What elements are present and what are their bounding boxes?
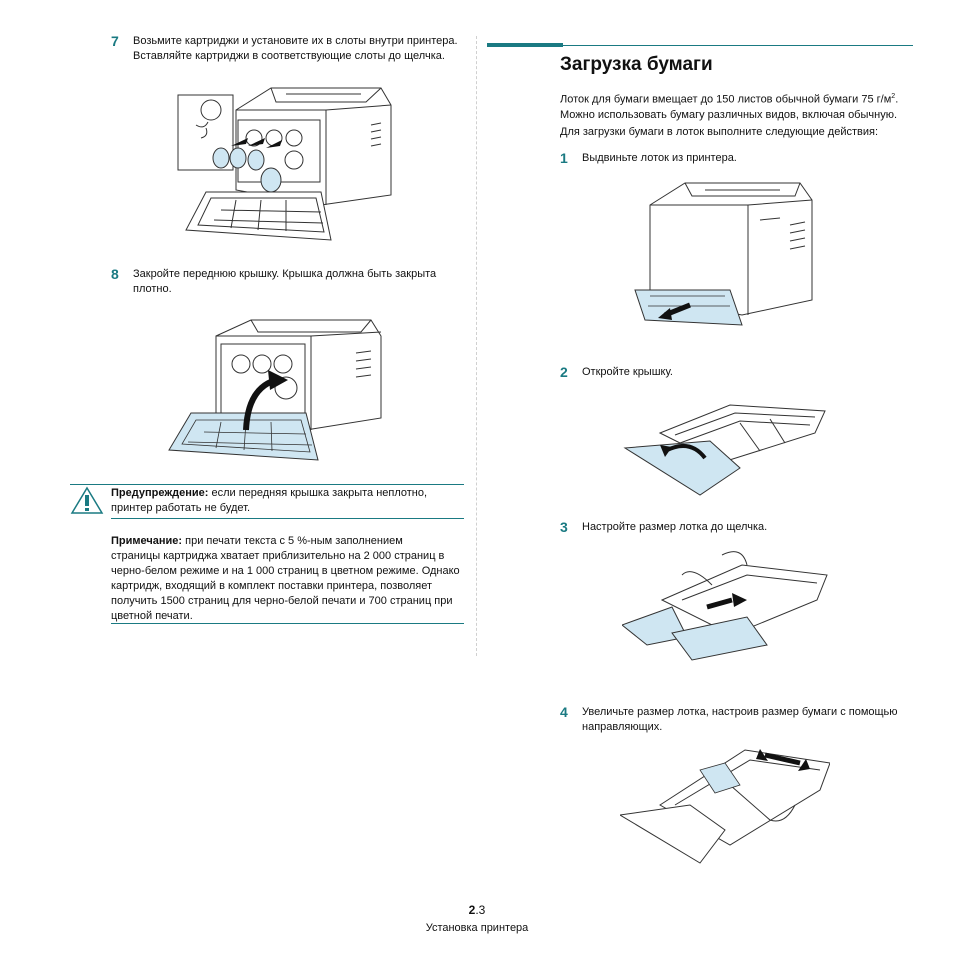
step-text-line: Закройте переднюю крышку. Крышка должна … [133, 268, 437, 280]
step-8: 8 Закройте переднюю крышку. Крышка должн… [111, 267, 471, 297]
step-number: 2 [560, 364, 568, 380]
step-number: 4 [560, 704, 568, 720]
section-heading: Загрузка бумаги [560, 54, 713, 75]
note-line: получить 1500 страниц для черно-белой пе… [111, 595, 453, 607]
note-text: Примечание: при печати текста с 5 %-ным … [111, 534, 471, 624]
note-bottom-rule [111, 623, 464, 624]
step-text-line: направляющих. [582, 721, 663, 733]
footer-section-title: Установка принтера [425, 922, 529, 934]
step-7: 7 Возьмите картриджи и установите их в с… [111, 34, 471, 64]
step-text-line: Возьмите картриджи и установите их в сло… [133, 35, 458, 47]
note-line: черно-белом режиме и на 1 000 страниц в … [111, 565, 460, 577]
warning-icon [70, 486, 104, 514]
adjust-tray-illustration [622, 551, 828, 661]
intro-punct: . [895, 93, 899, 106]
guide-adjust-illustration [620, 749, 830, 864]
open-lid-illustration [623, 404, 826, 496]
intro-line: Лоток для бумаги вмещает до 150 листов о… [560, 93, 892, 106]
step-text-line: Увеличьте размер лотка, настроив размер … [582, 706, 898, 718]
step-number: 3 [560, 519, 568, 535]
pull-tray-illustration [634, 182, 813, 326]
tray-step-4: 4 Увеличьте размер лотка, настроив разме… [560, 705, 920, 735]
step-text: Настройте размер лотка до щелчка. [582, 521, 768, 533]
warning-line: если передняя крышка закрыта неплотно, [208, 487, 428, 499]
warning-label: Предупреждение: [111, 487, 209, 499]
close-cover-illustration [168, 319, 382, 461]
instruction-text: Для загрузки бумаги в лоток выполните сл… [560, 126, 879, 138]
note-line: картридж, входящий в комплект поставки п… [111, 580, 433, 592]
column-divider [476, 36, 477, 656]
step-text-line: плотно. [133, 283, 172, 295]
warning-line: принтер работать не будет. [111, 502, 251, 514]
tray-step-2: 2 Откройте крышку. [560, 365, 920, 380]
step-number: 1 [560, 150, 568, 166]
step-text: Откройте крышку. [582, 366, 673, 378]
warning-text: Предупреждение: если передняя крышка зак… [111, 486, 471, 516]
step-text: Выдвиньте лоток из принтера. [582, 152, 737, 164]
page-number-bold: 2 [468, 903, 476, 917]
note-line: страницы картриджа хватает приблизительн… [111, 550, 445, 562]
warning-top-rule [70, 484, 464, 485]
note-line: цветной печати. [111, 610, 193, 622]
heading-accent-bar [487, 43, 563, 47]
heading-rule [563, 45, 913, 46]
intro-line: Можно использовать бумагу различных видо… [560, 108, 898, 121]
superscript: 2 [891, 93, 896, 100]
step-number: 8 [111, 266, 119, 282]
step-text-line: Вставляйте картриджи в соответствующие с… [133, 50, 445, 62]
tray-step-1: 1 Выдвиньте лоток из принтера. [560, 151, 920, 166]
intro-paragraph: Лоток для бумаги вмещает до 150 листов о… [560, 89, 920, 123]
warning-bottom-rule [111, 518, 464, 519]
note-label: Примечание: [111, 535, 183, 547]
tray-step-3: 3 Настройте размер лотка до щелчка. [560, 520, 920, 535]
note-line: при печати текста с 5 %-ным заполнением [182, 535, 403, 547]
page-number-rest: .3 [475, 903, 486, 917]
page-number: 2.3 [0, 902, 954, 918]
cartridge-install-illustration [177, 87, 392, 241]
step-number: 7 [111, 33, 119, 49]
